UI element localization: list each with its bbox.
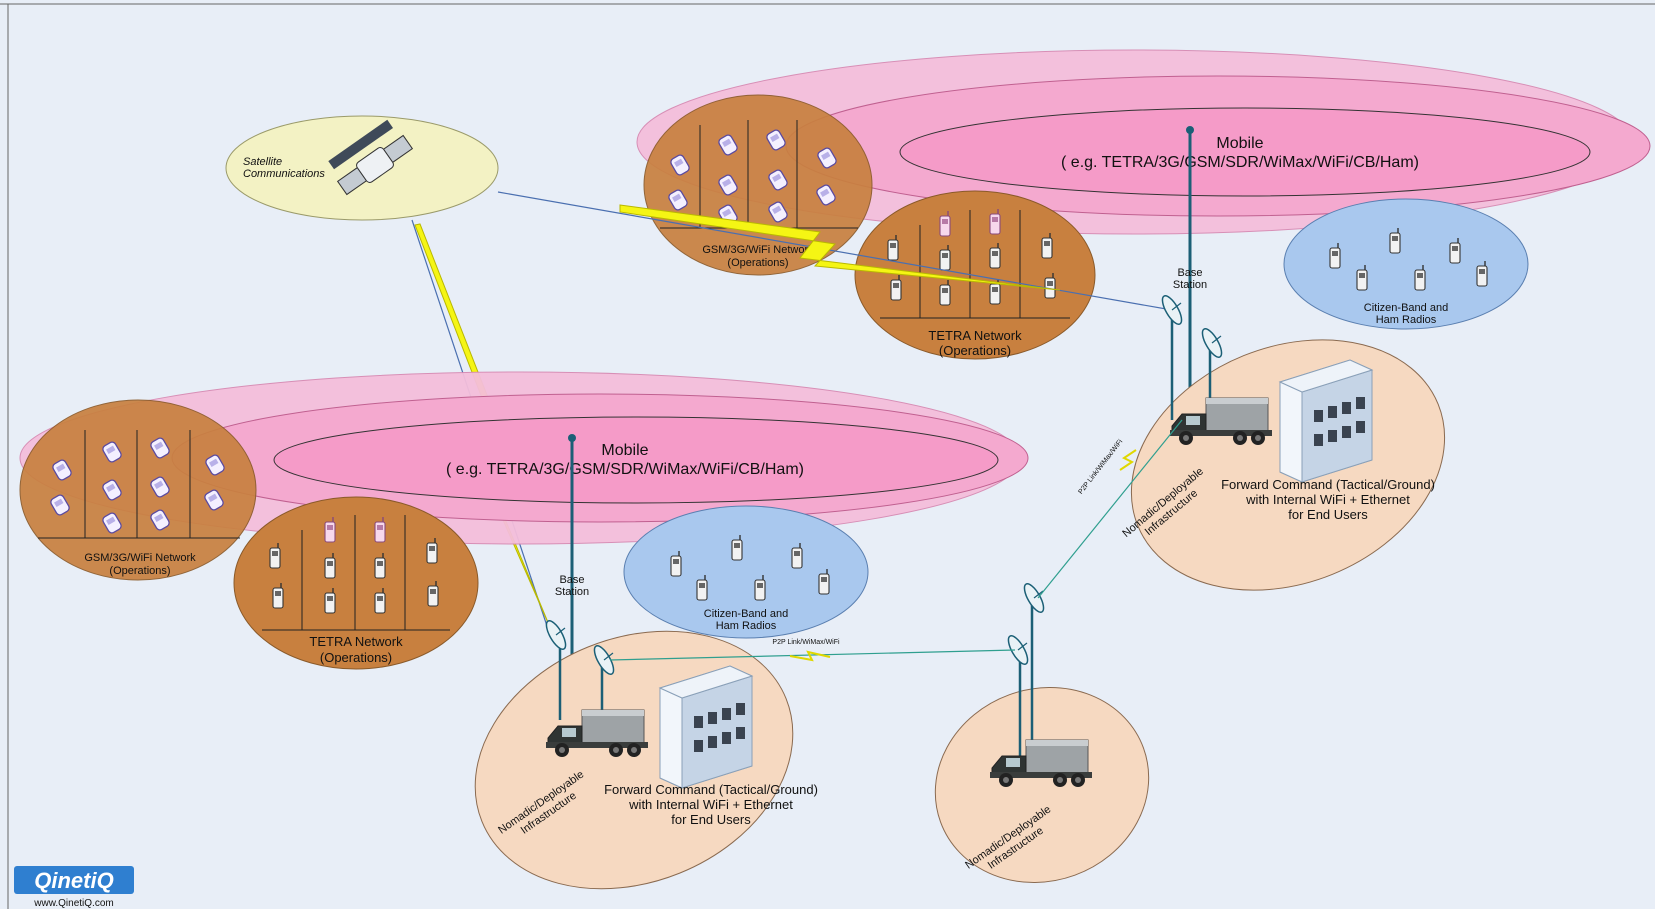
bottom-command-sublabel-2: for End Users: [671, 812, 751, 827]
top-tetra-label: TETRA Network: [928, 328, 1022, 343]
bottom-cb-sublabel: Ham Radios: [716, 620, 777, 632]
top-gsm-label: GSM/3G/WiFi Network: [702, 244, 814, 256]
bottom-command-label: Forward Command (Tactical/Ground): [604, 782, 818, 797]
lightning-top: [619, 204, 1061, 291]
building-icon: [1279, 359, 1373, 483]
standalone-nomadic: Nomadic/Deployable Infrastructure: [934, 580, 1150, 883]
bottom-cb-label: Citizen-Band and: [704, 608, 788, 620]
bottom-tetra-sublabel: (Operations): [320, 650, 392, 665]
top-mobile-inner-ellipse: [899, 107, 1591, 197]
bottom-citizen-band: Citizen-Band and Ham Radios: [623, 505, 869, 639]
logo-url: www.QinetiQ.com: [33, 898, 113, 909]
top-mobile-title: Mobile: [1216, 135, 1263, 152]
top-gsm-network: GSM/3G/WiFi Network (Operations): [643, 94, 873, 276]
right-forward-command: Forward Command (Tactical/Ground) with I…: [1120, 292, 1446, 591]
bottom-tetra-network: TETRA Network (Operations): [233, 496, 479, 670]
top-mobile-subtitle: ( e.g. TETRA/3G/GSM/SDR/WiMax/WiFi/CB/Ha…: [1061, 154, 1419, 171]
right-command-sublabel: with Internal WiFi + Ethernet: [1245, 492, 1410, 507]
right-command-sublabel-2: for End Users: [1288, 507, 1368, 522]
top-gsm-sublabel: (Operations): [727, 257, 788, 269]
bottom-gsm-sublabel: (Operations): [109, 565, 170, 577]
top-base-sublabel: Station: [1173, 279, 1207, 291]
bottom-mobile-title: Mobile: [601, 442, 648, 459]
bottom-mobile-subtitle: ( e.g. TETRA/3G/GSM/SDR/WiMax/WiFi/CB/Ha…: [446, 461, 804, 478]
p2p-link-bottom: P2P Link/WiMax/WiFi: [609, 639, 1016, 662]
top-tetra-sublabel: (Operations): [939, 343, 1011, 358]
top-cb-label: Citizen-Band and: [1364, 302, 1448, 314]
bottom-mobile-inner-ellipse: [273, 416, 999, 504]
logo-brand: QinetiQ: [34, 868, 113, 893]
top-cb-sublabel: Ham Radios: [1376, 314, 1437, 326]
building-icon: [659, 665, 753, 789]
p2p-bottom-label: P2P Link/WiMax/WiFi: [772, 639, 840, 646]
satellite-communications: Satellite Communications: [225, 115, 499, 221]
bottom-forward-command: Forward Command (Tactical/Ground) with I…: [474, 617, 818, 890]
bottom-gsm-label: GSM/3G/WiFi Network: [84, 552, 196, 564]
bottom-gsm-network: GSM/3G/WiFi Network (Operations): [19, 399, 257, 581]
top-citizen-band: Citizen-Band and Ham Radios: [1283, 198, 1529, 330]
qinetiq-logo: QinetiQ www.QinetiQ.com: [14, 866, 134, 909]
satellite-sublabel: Communications: [243, 168, 325, 180]
bottom-base-sublabel: Station: [555, 586, 589, 598]
right-command-label: Forward Command (Tactical/Ground): [1221, 477, 1435, 492]
bottom-tetra-label: TETRA Network: [309, 634, 403, 649]
bottom-command-sublabel: with Internal WiFi + Ethernet: [628, 797, 793, 812]
top-base-label: Base: [1177, 267, 1202, 279]
bottom-network: GSM/3G/WiFi Network (Operations) TETRA N…: [19, 371, 1029, 720]
bottom-base-label: Base: [559, 574, 584, 586]
top-base-station: Base Station: [1173, 126, 1207, 420]
satellite-icon: [328, 119, 414, 196]
satellite-label: Satellite: [243, 156, 282, 168]
